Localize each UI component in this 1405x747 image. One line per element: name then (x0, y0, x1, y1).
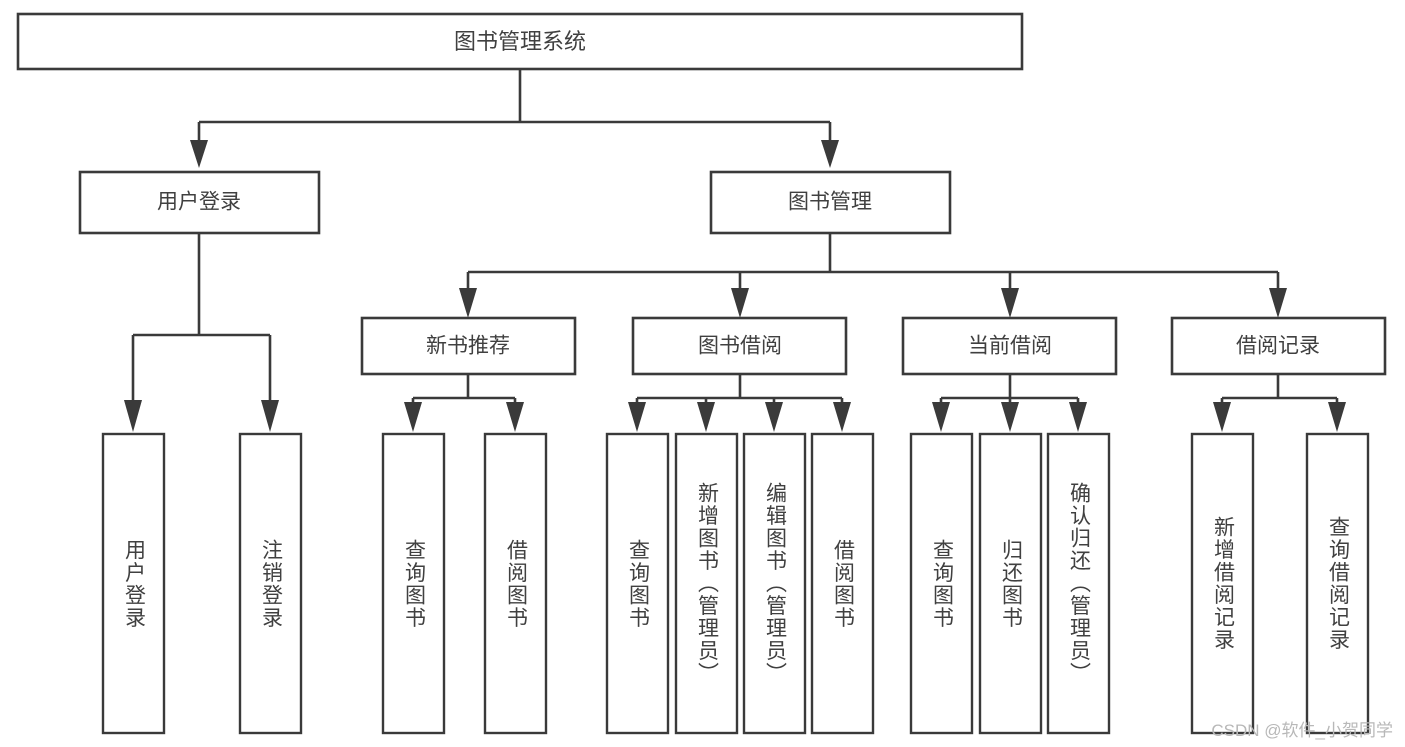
arrowhead-leaf-query-record (1328, 402, 1346, 432)
node-user-login-box[interactable] (78, 170, 321, 235)
edges-current-borrow-to-leaves (932, 374, 1087, 432)
node-book-borrow-label: 图书借阅 (698, 335, 782, 358)
node-current-borrow-label: 当前借阅 (968, 335, 1052, 358)
arrowhead-leaf-borrow-1 (506, 402, 524, 432)
arrowhead-leaf-confirm-return (1069, 402, 1087, 432)
leaf-box-query-book-2[interactable] (605, 432, 670, 735)
arrowhead-borrow-record (1269, 288, 1287, 318)
leaf-box-query-book-3[interactable] (909, 432, 974, 735)
leaf-box-borrow-book-1[interactable] (483, 432, 548, 735)
arrowhead-new-book (459, 288, 477, 318)
node-new-book-recommend-label: 新书推荐 (426, 335, 510, 358)
leaf-box-query-record[interactable] (1305, 432, 1370, 735)
node-user-login-label: 用户登录 (157, 191, 241, 214)
leaf-box-add-book[interactable] (674, 432, 739, 735)
arrowhead-leaf-return-book (1001, 402, 1019, 432)
edges-user-login-to-leaves (124, 233, 279, 432)
edges-new-book-to-leaves (404, 374, 524, 432)
node-root-box[interactable] (16, 12, 1024, 71)
leaf-box-return-book[interactable] (978, 432, 1043, 735)
node-book-borrow[interactable]: 图书借阅 (631, 316, 848, 376)
leaf-box-query-book-1[interactable] (381, 432, 446, 735)
arrowhead-leaf-borrow-2 (833, 402, 851, 432)
leaf-box-add-record[interactable] (1190, 432, 1255, 735)
arrowhead-leaf-add-book (697, 402, 715, 432)
arrowhead-leaf-edit-book (765, 402, 783, 432)
arrowhead-user-login (190, 140, 208, 168)
node-root[interactable]: 图书管理系统 (16, 12, 1024, 71)
arrowhead-book-borrow (731, 288, 749, 318)
arrowhead-book-manage (821, 140, 839, 168)
edges-book-manage-to-level2 (459, 233, 1287, 318)
csdn-watermark: CSDN @软件_小贺同学 (1211, 721, 1393, 740)
node-current-borrow[interactable]: 当前借阅 (901, 316, 1118, 376)
node-book-manage-label: 图书管理 (788, 191, 872, 214)
leaf-box-borrow-book-2[interactable] (810, 432, 875, 735)
arrowhead-leaf-add-record (1213, 402, 1231, 432)
arrowhead-leaf-query-2 (628, 402, 646, 432)
arrowhead-current-borrow (1001, 288, 1019, 318)
arrowhead-leaf-query-1 (404, 402, 422, 432)
arrowhead-leaf-user-login (124, 400, 142, 432)
edges-borrow-record-to-leaves (1213, 374, 1346, 432)
arrowhead-leaf-query-3 (932, 402, 950, 432)
node-book-borrow-box[interactable] (631, 316, 848, 376)
edges-book-borrow-to-leaves (628, 374, 851, 432)
node-new-book-recommend[interactable]: 新书推荐 (360, 316, 577, 376)
leaf-box-user-login[interactable] (101, 432, 166, 735)
node-root-label: 图书管理系统 (454, 29, 586, 54)
node-new-book-recommend-box[interactable] (360, 316, 577, 376)
node-book-manage-box[interactable] (709, 170, 952, 235)
node-borrow-record-label: 借阅记录 (1236, 335, 1320, 358)
leaf-boxes (101, 432, 1370, 735)
node-user-login[interactable]: 用户登录 (78, 170, 321, 235)
node-current-borrow-box[interactable] (901, 316, 1118, 376)
node-borrow-record[interactable]: 借阅记录 (1170, 316, 1387, 376)
node-book-manage[interactable]: 图书管理 (709, 170, 952, 235)
leaf-box-logout-login[interactable] (238, 432, 303, 735)
leaf-box-confirm-return[interactable] (1046, 432, 1111, 735)
arrowhead-leaf-logout (261, 400, 279, 432)
leaf-box-edit-book[interactable] (742, 432, 807, 735)
edges-root-to-level1 (190, 69, 839, 168)
node-borrow-record-box[interactable] (1170, 316, 1387, 376)
